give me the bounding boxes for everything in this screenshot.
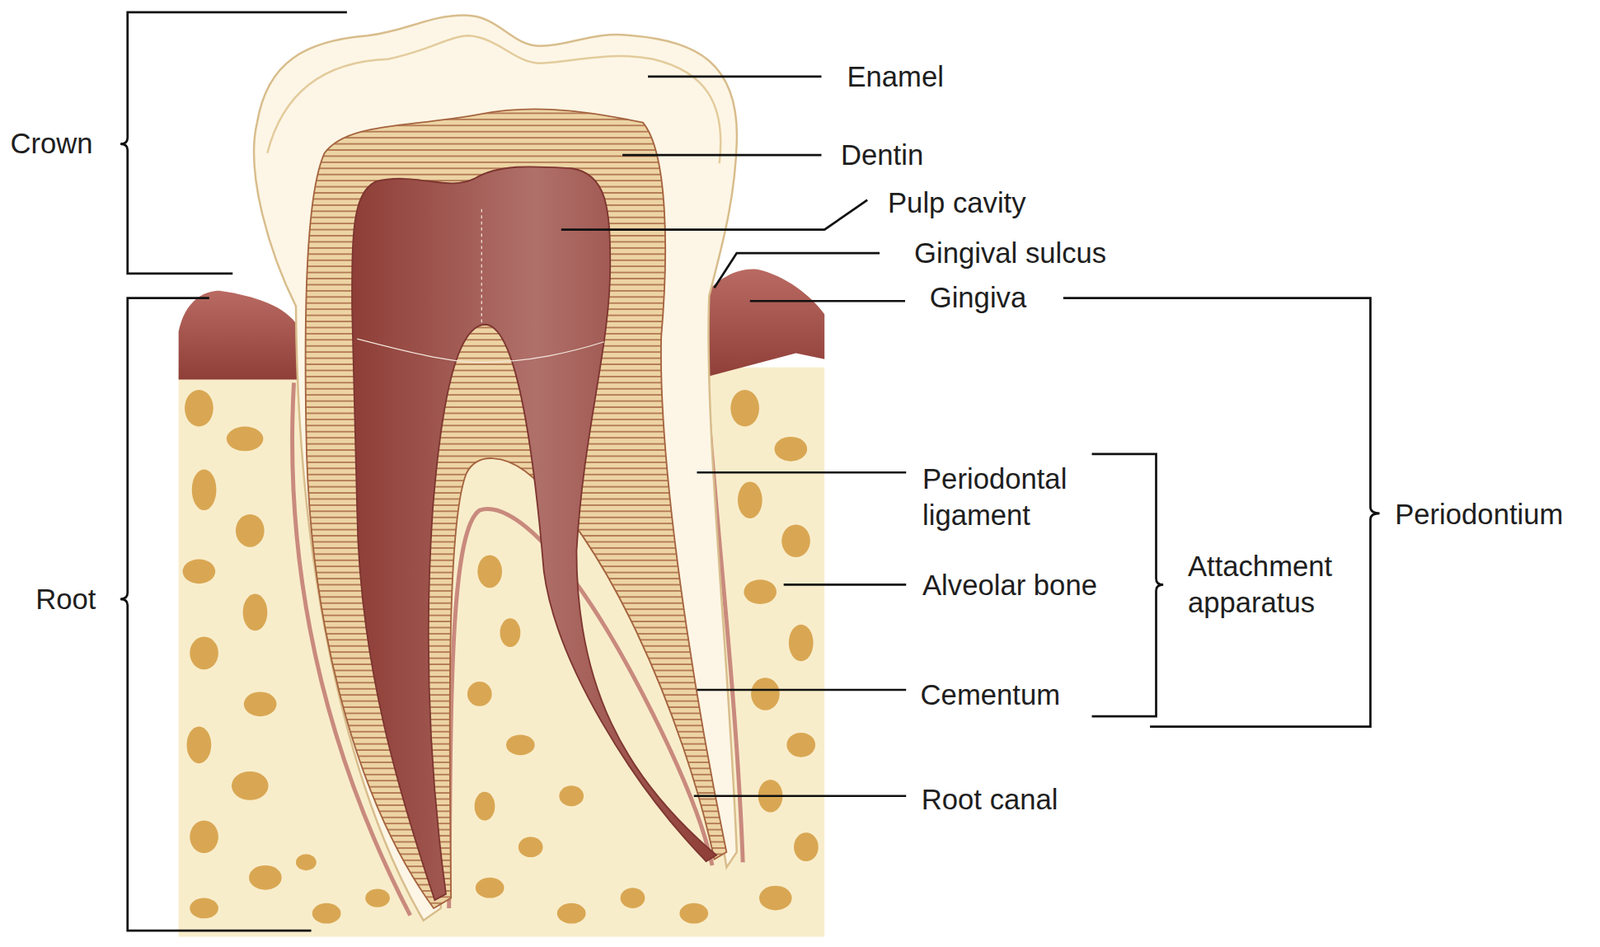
illustration-part xyxy=(783,583,907,587)
illustration-part xyxy=(557,903,587,925)
illustration-part xyxy=(474,792,496,822)
illustration-part xyxy=(781,524,811,558)
part-label: Attachment apparatus xyxy=(1187,548,1367,622)
part-label: Periodontium xyxy=(1394,496,1563,533)
part-label: Gingiva xyxy=(929,279,1028,316)
pulp-divider xyxy=(481,209,483,325)
illustration-part xyxy=(1092,454,1164,717)
illustration-part xyxy=(696,471,906,474)
illustration-part xyxy=(189,898,219,920)
illustration-part xyxy=(714,253,881,288)
illustration-part xyxy=(120,298,311,932)
illustration-part xyxy=(694,794,906,798)
illustration-part xyxy=(235,514,265,548)
part-label: Gingival sulcus xyxy=(914,234,1107,272)
enamel-cementum xyxy=(253,15,737,921)
illustration-part xyxy=(518,836,544,858)
illustration-part xyxy=(561,200,868,230)
illustration-part xyxy=(248,865,282,891)
illustration-part xyxy=(759,886,793,911)
illustration-part xyxy=(226,426,264,452)
illustration-part xyxy=(120,12,348,274)
illustration-part xyxy=(730,389,760,427)
gingiva-right xyxy=(694,269,825,378)
illustration-part xyxy=(679,903,709,925)
part-label: Periodontal ligament xyxy=(922,460,1104,535)
illustration-part xyxy=(243,594,268,632)
illustration-part xyxy=(467,681,493,707)
illustration-part xyxy=(243,691,277,717)
pulp xyxy=(351,166,717,901)
illustration-part xyxy=(477,555,503,589)
illustration-part xyxy=(786,732,816,758)
illustration-part xyxy=(189,637,219,671)
part-label: Alveolar bone xyxy=(922,567,1098,604)
illustration-part xyxy=(506,734,535,756)
illustration-part xyxy=(696,689,906,692)
illustration-part xyxy=(365,888,390,907)
part-label: Root xyxy=(35,581,96,618)
illustration-part xyxy=(295,853,317,871)
part-label: Root canal xyxy=(921,781,1059,818)
illustration-part xyxy=(184,389,214,427)
illustration-part xyxy=(1063,298,1380,728)
illustration-part xyxy=(189,820,219,854)
illustration-part xyxy=(788,624,814,662)
part-label: Crown xyxy=(9,125,93,162)
illustration-part xyxy=(743,579,777,605)
illustration-part xyxy=(622,154,822,157)
part-label: Pulp cavity xyxy=(887,184,1027,221)
illustration-part xyxy=(475,877,505,899)
leader-lines xyxy=(120,12,1380,931)
gingiva-left xyxy=(178,290,303,381)
illustration-part xyxy=(620,887,646,909)
illustration-part xyxy=(774,436,808,462)
illustration-part xyxy=(558,785,584,807)
part-label: Dentin xyxy=(840,136,924,174)
illustration-part xyxy=(737,481,763,519)
illustration-part xyxy=(182,559,216,585)
illustration-part xyxy=(187,727,212,765)
illustration-part xyxy=(793,832,819,862)
pulp-divider xyxy=(356,338,605,362)
part-label: Enamel xyxy=(846,58,944,95)
illustration-part xyxy=(231,771,269,801)
illustration-part xyxy=(500,618,521,648)
illustration-part xyxy=(750,300,906,303)
illustration-part xyxy=(750,677,780,711)
illustration-part xyxy=(192,469,217,512)
part-label: Cementum xyxy=(920,676,1061,714)
illustration-part xyxy=(312,903,342,925)
illustration-part xyxy=(647,75,822,78)
